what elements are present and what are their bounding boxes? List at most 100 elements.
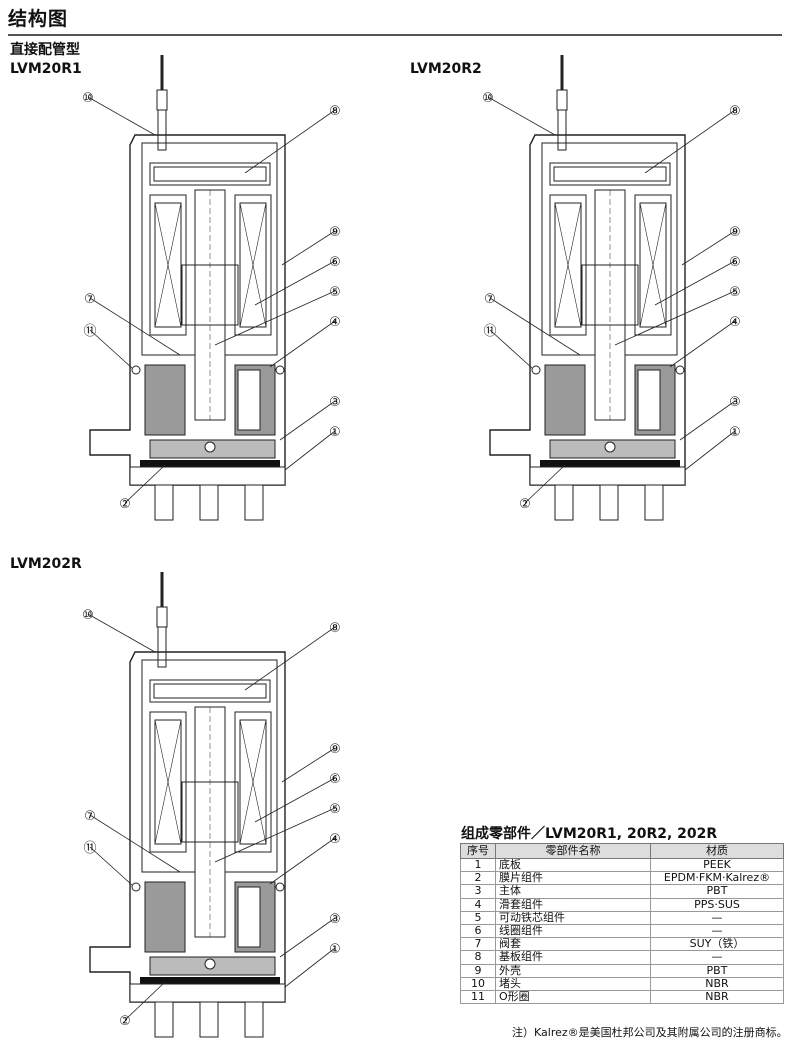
callout-number: ⑨ (729, 225, 741, 240)
part-name: 堵头 (495, 976, 651, 991)
callout-leader-line (244, 109, 336, 174)
part-number: 2 (460, 871, 496, 886)
callout-leader-line (684, 430, 736, 471)
callout-number: ① (329, 942, 341, 957)
model-label-lvm202r: LVM202R (10, 556, 82, 572)
callout-leader-line (681, 230, 736, 266)
part-number: 3 (460, 884, 496, 899)
part-material: — (650, 910, 784, 925)
callout-number: ② (119, 1014, 131, 1029)
callout-number: ⑩ (482, 91, 494, 106)
callout-number: ④ (329, 832, 341, 847)
part-name: 主体 (495, 884, 651, 899)
callout-number: ⑤ (729, 285, 741, 300)
callout-number: ⑦ (84, 809, 96, 824)
callout-leader-line (214, 290, 336, 346)
callout-leader-line (254, 777, 336, 823)
callout-number: ③ (729, 395, 741, 410)
callout-leader-line (669, 320, 736, 368)
part-name: 底板 (495, 857, 651, 873)
part-name: 可动铁芯组件 (495, 910, 651, 925)
callout-number: ⑪ (83, 324, 96, 339)
part-number: 9 (460, 963, 496, 978)
callout-number: ③ (329, 912, 341, 927)
callout-leader-line (279, 400, 336, 441)
callout-leader-line (87, 96, 156, 136)
callout-leader-line (89, 329, 133, 369)
col-header-no: 序号 (460, 843, 496, 859)
callout-number: ⑪ (483, 324, 496, 339)
callout-leader-line (644, 109, 736, 174)
callout-number: ⑥ (329, 772, 341, 787)
callout-number: ① (329, 425, 341, 440)
callout-number: ⑧ (729, 104, 741, 119)
callout-leader-line (284, 430, 336, 471)
part-number: 1 (460, 857, 496, 873)
part-material: NBR (650, 989, 784, 1005)
callout-leader-line (489, 297, 581, 356)
callout-leader-line (269, 837, 336, 885)
callout-number: ④ (729, 315, 741, 330)
callout-leader-line (679, 400, 736, 441)
callout-number: ⑪ (83, 841, 96, 856)
callout-number: ⑤ (329, 285, 341, 300)
callout-leader-line (87, 613, 156, 653)
part-name: 膜片组件 (495, 871, 651, 886)
valve-cross-section (89, 572, 286, 1038)
part-name: 阀套 (495, 937, 651, 952)
callout-number: ① (729, 425, 741, 440)
footnote: 注）Kalrez®是美国杜邦公司及其附属公司的注册商标。 (512, 1026, 788, 1039)
callout-number: ⑨ (329, 742, 341, 757)
callout-leader-line (279, 917, 336, 958)
part-name: 滑套组件 (495, 897, 651, 912)
callout-leader-line (284, 947, 336, 988)
callout-leader-line (281, 230, 336, 266)
callout-leader-line (487, 96, 556, 136)
callout-leader-line (214, 807, 336, 863)
callout-number: ⑦ (84, 292, 96, 307)
callout-leader-line (614, 290, 736, 346)
part-number: 8 (460, 950, 496, 965)
callout-leader-line (254, 260, 336, 306)
callout-number: ⑦ (484, 292, 496, 307)
section-subtitle: 直接配管型 (10, 42, 80, 58)
part-number: 7 (460, 937, 496, 952)
callout-leader-line (244, 626, 336, 691)
part-material: PPS·SUS (650, 897, 784, 912)
callout-leader-line (89, 814, 181, 873)
part-material: NBR (650, 976, 784, 991)
part-number: 4 (460, 897, 496, 912)
part-material: PBT (650, 963, 784, 978)
callout-leader-line (124, 464, 166, 504)
part-material: EPDM·FKM·Kalrez® (650, 871, 784, 886)
valve-cross-section (89, 55, 286, 521)
callout-leader-line (89, 297, 181, 356)
parts-table-title: 组成零部件／LVM20R1, 20R2, 202R (461, 826, 718, 842)
callout-number: ⑩ (82, 91, 94, 106)
callout-number: ④ (329, 315, 341, 330)
callout-number: ③ (329, 395, 341, 410)
valve-cross-section (489, 55, 686, 521)
page-title: 结构图 (8, 8, 69, 30)
model-label-lvm20r1: LVM20R1 (10, 61, 82, 77)
callout-number: ② (519, 497, 531, 512)
callout-leader-line (269, 320, 336, 368)
model-label-lvm20r2: LVM20R2 (410, 61, 482, 77)
callout-leader-line (124, 981, 166, 1021)
part-name: 基板组件 (495, 950, 651, 965)
